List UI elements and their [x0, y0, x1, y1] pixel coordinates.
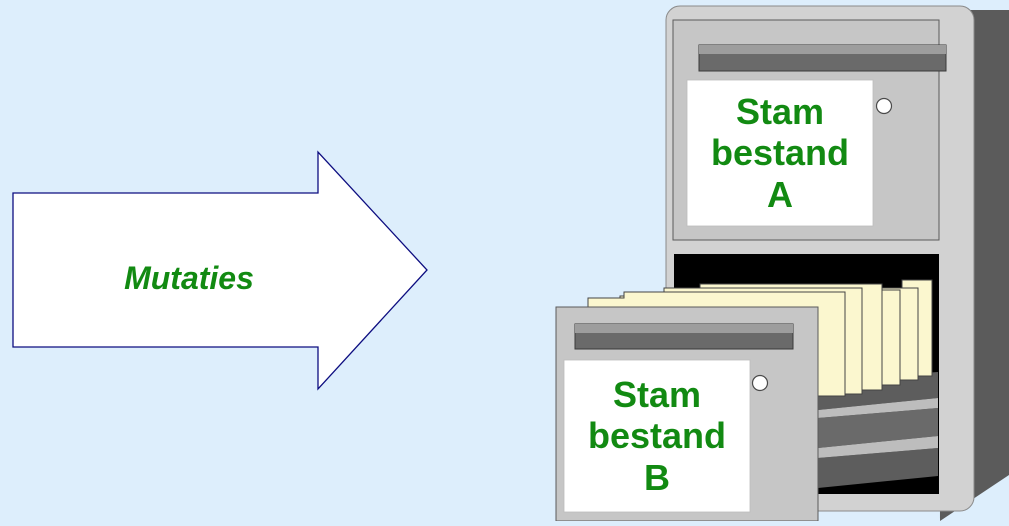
- arrow-label-text: Mutaties: [124, 259, 254, 296]
- open-drawer-side-bottom: [818, 448, 938, 488]
- open-drawer-handle-shine: [575, 324, 793, 333]
- open-drawer-side-middle: [818, 408, 938, 448]
- open-drawer-label: Stam bestand B: [564, 362, 750, 510]
- top-drawer-label-line3: A: [767, 173, 793, 215]
- top-drawer-knob: [875, 97, 893, 115]
- top-drawer-label-line2: bestand: [710, 132, 850, 174]
- arrow-label: Mutaties: [60, 250, 318, 306]
- drawer-rail-light-1: [818, 398, 938, 418]
- open-drawer-label-line1: Stam: [612, 374, 702, 416]
- open-drawer-label-line3: B: [644, 456, 670, 498]
- open-drawer-knob: [751, 374, 769, 392]
- top-drawer-label-card: [686, 79, 874, 227]
- drawer-rail-light-2: [818, 436, 938, 458]
- open-drawer-label-card: [563, 359, 751, 513]
- top-drawer-label-line1: Stam: [735, 91, 825, 133]
- open-drawer-label-line2: bestand: [587, 415, 727, 457]
- top-drawer-handle-shine: [699, 45, 946, 54]
- top-drawer-label: Stam bestand A: [687, 82, 873, 224]
- mutaties-arrow: [12, 150, 428, 391]
